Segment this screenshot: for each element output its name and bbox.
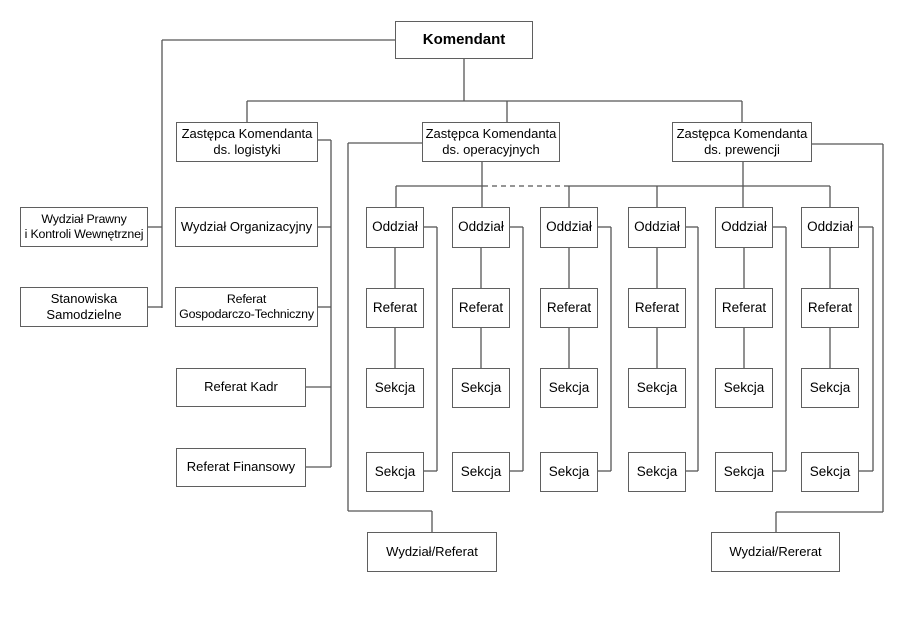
sekcja-a-box-col1: Sekcja <box>366 368 424 408</box>
oddzial-box-col2: Oddział <box>452 207 510 248</box>
sekcja-a-box-col6: Sekcja <box>801 368 859 408</box>
sekcja-b-box-col4: Sekcja <box>628 452 686 492</box>
sekcja-b-box-col1: Sekcja <box>366 452 424 492</box>
referat-box-col6: Referat <box>801 288 859 328</box>
hr-unit-box: Referat Kadr <box>176 368 306 407</box>
legal-internal-control-box: Wydział Prawny i Kontroli Wewnętrznej <box>20 207 148 247</box>
sekcja-b-box-col2: Sekcja <box>452 452 510 492</box>
oddzial-box-col6: Oddział <box>801 207 859 248</box>
sekcja-b-box-col6: Sekcja <box>801 452 859 492</box>
sekcja-a-box-col3: Sekcja <box>540 368 598 408</box>
sekcja-a-box-col2: Sekcja <box>452 368 510 408</box>
organizational-dept-box: Wydział Organizacyjny <box>175 207 318 247</box>
economic-technical-unit-box: Referat Gospodarczo-Techniczny <box>175 287 318 327</box>
sekcja-b-box-col3: Sekcja <box>540 452 598 492</box>
independent-positions-box: Stanowiska Samodzielne <box>20 287 148 327</box>
wydzial-rererat-box: Wydział/Rererat <box>711 532 840 572</box>
wydzial-referat-box: Wydział/Referat <box>367 532 497 572</box>
referat-box-col2: Referat <box>452 288 510 328</box>
referat-box-col1: Referat <box>366 288 424 328</box>
sekcja-b-box-col5: Sekcja <box>715 452 773 492</box>
oddzial-box-col5: Oddział <box>715 207 773 248</box>
oddzial-box-col3: Oddział <box>540 207 598 248</box>
deputy-logistics-box: Zastępca Komendanta ds. logistyki <box>176 122 318 162</box>
finance-unit-box: Referat Finansowy <box>176 448 306 487</box>
oddzial-box-col1: Oddział <box>366 207 424 248</box>
referat-box-col4: Referat <box>628 288 686 328</box>
sekcja-a-box-col4: Sekcja <box>628 368 686 408</box>
referat-box-col5: Referat <box>715 288 773 328</box>
deputy-operations-box: Zastępca Komendanta ds. operacyjnych <box>422 122 560 162</box>
deputy-prevention-box: Zastępca Komendanta ds. prewencji <box>672 122 812 162</box>
sekcja-a-box-col5: Sekcja <box>715 368 773 408</box>
referat-box-col3: Referat <box>540 288 598 328</box>
oddzial-box-col4: Oddział <box>628 207 686 248</box>
komendant-box: Komendant <box>395 21 533 59</box>
